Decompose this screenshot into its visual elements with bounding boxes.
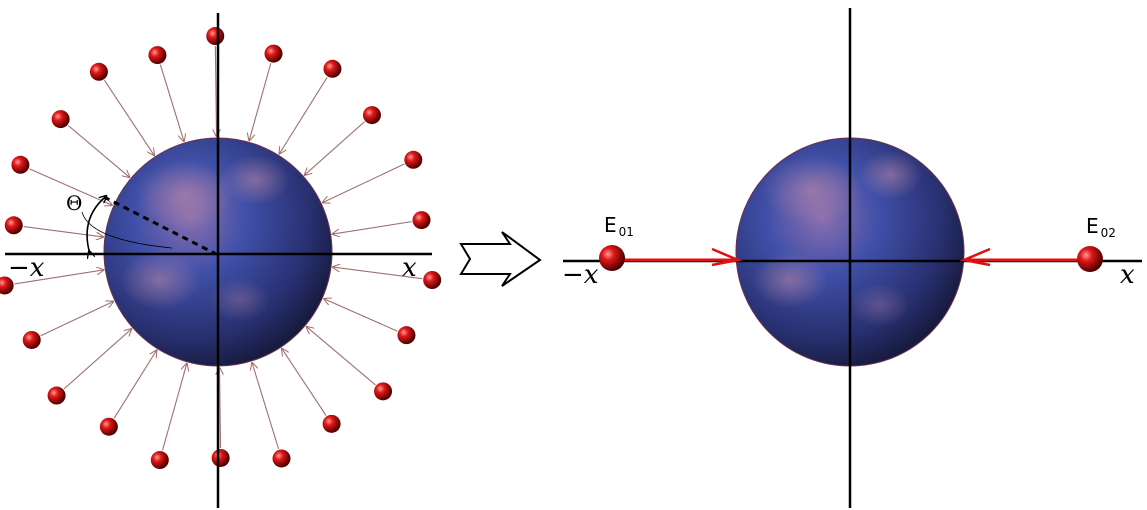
point-charge [51,110,70,129]
angle-inner-curve [81,211,173,249]
field-arrow [40,302,113,337]
point-charge [323,59,342,78]
field-arrow [14,270,103,285]
left-sphere [103,137,333,367]
point-charge [362,106,381,125]
point-charge [11,155,30,174]
field-arrow [324,299,398,332]
point-charge [374,382,393,401]
field-arrow [63,329,131,390]
point-charge [322,414,341,433]
field-arrow [249,63,272,140]
field-arrow [23,226,103,237]
angle-theta-label: Θ [66,191,82,215]
point-charge [211,448,230,467]
left-neg-x-label: −x [8,253,45,283]
field-arrow [113,350,156,419]
field-arrow [103,79,154,155]
point-charge [99,417,118,436]
field-arrow [279,76,328,153]
field-arrow [215,46,216,136]
left-pos-x-label: x [402,253,417,283]
field-arrow [159,64,184,141]
field-arrow [333,267,423,280]
field-arrow [282,349,327,416]
charge-e02 [1077,246,1103,272]
point-charge [150,451,169,470]
point-charge [4,216,23,235]
point-charge [423,271,442,290]
point-charge [89,62,108,81]
point-charge [22,330,41,349]
point-charge [397,326,416,345]
point-charge [148,46,167,65]
field-arrow [161,364,186,451]
field-arrow [333,221,412,234]
field-arrow [323,163,405,202]
field-arrow [219,368,220,448]
field-arrow [305,121,365,175]
charge-e01 [599,245,625,271]
point-charge [264,44,283,63]
right-field-arrowhead [959,247,991,267]
point-charge [206,27,225,46]
right-neg-x-label: −x [562,260,599,290]
left-panel: Θ −x x [0,13,442,508]
field-arrow [67,125,129,178]
point-charge [272,449,291,468]
left-field-arrowhead [711,247,743,267]
point-charge [47,386,66,405]
field-arrow [252,363,280,450]
point-charge [404,150,423,169]
right-pos-x-label: x [1120,260,1135,290]
hollow-right-arrow-icon [459,231,542,287]
radius-dashed-line [103,195,217,256]
field-arrow [307,327,376,386]
point-charge [412,211,431,230]
angle-arc [86,198,104,254]
radial-charges [0,27,442,470]
point-charge [0,276,14,295]
